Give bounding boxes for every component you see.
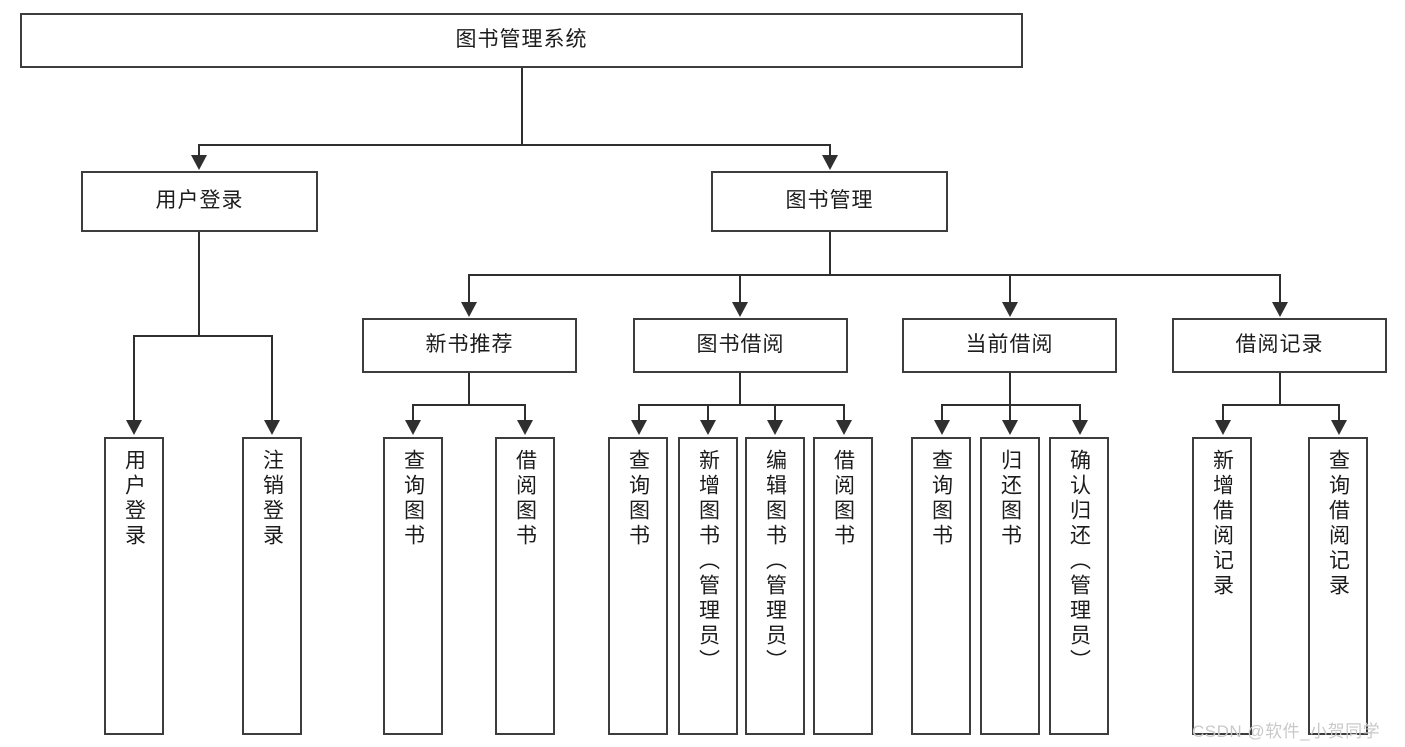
connector-borrow-to-leaf-1 bbox=[638, 404, 640, 422]
leaf-query-books-current[interactable]: 查询图书 bbox=[911, 437, 971, 735]
leaf-confirm-return-admin[interactable]: 确认归还（管理员） bbox=[1049, 437, 1109, 735]
node-label: 查询图书 bbox=[401, 449, 425, 549]
node-book-borrow[interactable]: 图书借阅 bbox=[633, 318, 848, 373]
connector-root-to-book-mgmt bbox=[829, 144, 831, 160]
node-label: 新增图书（管理员） bbox=[696, 449, 720, 674]
arrow-borrow-to-leaf-2 bbox=[700, 420, 716, 435]
connector-borrow-to-leaf-3 bbox=[774, 404, 776, 422]
connector-user-login-to-leaf-2 bbox=[271, 335, 273, 422]
leaf-edit-book-admin[interactable]: 编辑图书（管理员） bbox=[745, 437, 805, 735]
node-user-login[interactable]: 用户登录 bbox=[81, 171, 318, 232]
node-label: 当前借阅 bbox=[965, 333, 1054, 357]
connector-records-to-leaf-2 bbox=[1338, 404, 1340, 422]
connector-book-mgmt-to-borrow bbox=[739, 274, 741, 304]
leaf-borrow-books-recommend[interactable]: 借阅图书 bbox=[495, 437, 555, 735]
connector-records-stem bbox=[1279, 373, 1281, 405]
leaf-query-books-borrow[interactable]: 查询图书 bbox=[608, 437, 668, 735]
node-label: 确认归还（管理员） bbox=[1067, 449, 1091, 674]
arrow-current-to-leaf-3 bbox=[1072, 420, 1088, 435]
connector-current-stem bbox=[1009, 373, 1011, 405]
connector-book-mgmt-stem bbox=[829, 232, 831, 275]
arrow-book-mgmt-to-records bbox=[1272, 302, 1288, 317]
connector-book-mgmt-to-records bbox=[1279, 274, 1281, 304]
connector-new-books-to-leaf-1 bbox=[412, 404, 414, 422]
node-book-management[interactable]: 图书管理 bbox=[711, 171, 948, 232]
arrow-current-to-leaf-2 bbox=[1002, 420, 1018, 435]
connector-current-bus bbox=[941, 404, 1081, 406]
node-label: 归还图书 bbox=[998, 449, 1022, 549]
node-label: 借阅记录 bbox=[1235, 333, 1324, 357]
arrow-root-to-user-login bbox=[191, 155, 207, 170]
leaf-add-book-admin[interactable]: 新增图书（管理员） bbox=[678, 437, 738, 735]
connector-book-mgmt-to-new-books bbox=[468, 274, 470, 304]
csdn-watermark: CSDN @软件_小贺同学 bbox=[1192, 722, 1381, 741]
arrow-borrow-to-leaf-1 bbox=[631, 420, 647, 435]
connector-borrow-bus bbox=[638, 404, 845, 406]
connector-new-books-to-leaf-2 bbox=[524, 404, 526, 422]
arrow-new-books-to-leaf-2 bbox=[517, 420, 533, 435]
node-label: 图书管理系统 bbox=[455, 28, 588, 52]
node-label: 编辑图书（管理员） bbox=[763, 449, 787, 674]
arrow-book-mgmt-to-new-books bbox=[461, 302, 477, 317]
connector-records-to-leaf-1 bbox=[1222, 404, 1224, 422]
arrow-book-mgmt-to-borrow bbox=[732, 302, 748, 317]
arrow-user-login-to-leaf-2 bbox=[264, 420, 280, 435]
node-label: 借阅图书 bbox=[831, 449, 855, 549]
arrow-borrow-to-leaf-4 bbox=[836, 420, 852, 435]
connector-new-books-stem bbox=[468, 373, 470, 405]
connector-new-books-bus bbox=[412, 404, 525, 406]
leaf-logout[interactable]: 注销登录 bbox=[242, 437, 302, 735]
arrow-borrow-to-leaf-3 bbox=[767, 420, 783, 435]
connector-book-mgmt-to-current bbox=[1009, 274, 1011, 304]
node-label: 查询借阅记录 bbox=[1326, 449, 1350, 599]
connector-current-to-leaf-3 bbox=[1079, 404, 1081, 422]
connector-borrow-to-leaf-2 bbox=[707, 404, 709, 422]
leaf-user-login[interactable]: 用户登录 bbox=[104, 437, 164, 735]
connector-records-bus bbox=[1222, 404, 1339, 406]
arrow-records-to-leaf-2 bbox=[1331, 420, 1347, 435]
arrow-root-to-book-mgmt bbox=[822, 155, 838, 170]
connector-current-to-leaf-1 bbox=[941, 404, 943, 422]
node-label: 查询图书 bbox=[626, 449, 650, 549]
connector-current-to-leaf-2 bbox=[1009, 404, 1011, 422]
node-label: 注销登录 bbox=[260, 449, 284, 549]
node-label: 用户登录 bbox=[155, 189, 244, 213]
connector-borrow-stem bbox=[739, 373, 741, 405]
arrow-current-to-leaf-1 bbox=[934, 420, 950, 435]
connector-root-bus bbox=[198, 144, 831, 146]
connector-book-mgmt-bus bbox=[468, 274, 1280, 276]
node-label: 图书借阅 bbox=[696, 333, 785, 357]
leaf-return-books[interactable]: 归还图书 bbox=[980, 437, 1040, 735]
node-borrow-records[interactable]: 借阅记录 bbox=[1172, 318, 1387, 373]
connector-root-to-user-login bbox=[198, 144, 200, 160]
node-label: 图书管理 bbox=[785, 189, 874, 213]
node-label: 查询图书 bbox=[929, 449, 953, 549]
arrow-book-mgmt-to-current bbox=[1002, 302, 1018, 317]
leaf-query-books-recommend[interactable]: 查询图书 bbox=[383, 437, 443, 735]
leaf-add-borrow-record[interactable]: 新增借阅记录 bbox=[1192, 437, 1252, 735]
arrow-user-login-to-leaf-1 bbox=[126, 420, 142, 435]
node-current-borrow[interactable]: 当前借阅 bbox=[902, 318, 1117, 373]
connector-user-login-bus bbox=[133, 335, 272, 337]
arrow-records-to-leaf-1 bbox=[1215, 420, 1231, 435]
node-label: 借阅图书 bbox=[513, 449, 537, 549]
connector-borrow-to-leaf-4 bbox=[843, 404, 845, 422]
arrow-new-books-to-leaf-1 bbox=[405, 420, 421, 435]
node-label: 用户登录 bbox=[122, 449, 146, 549]
node-label: 新书推荐 bbox=[425, 333, 514, 357]
node-label: 新增借阅记录 bbox=[1210, 449, 1234, 599]
leaf-borrow-books[interactable]: 借阅图书 bbox=[813, 437, 873, 735]
leaf-query-borrow-record[interactable]: 查询借阅记录 bbox=[1308, 437, 1368, 735]
connector-user-login-to-leaf-1 bbox=[133, 335, 135, 422]
node-new-book-recommend[interactable]: 新书推荐 bbox=[362, 318, 577, 373]
node-root-system[interactable]: 图书管理系统 bbox=[20, 13, 1023, 68]
connector-user-login-stem bbox=[198, 232, 200, 336]
connector-root-stem bbox=[521, 68, 523, 145]
